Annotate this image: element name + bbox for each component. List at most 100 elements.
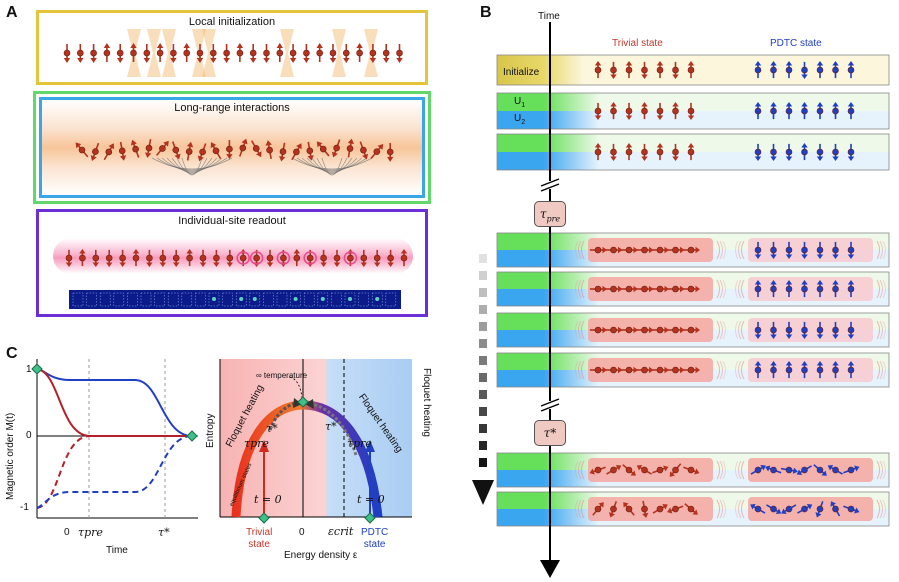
pdtc-spin [801,280,808,298]
trivial-spin [620,366,638,374]
wave-mark [578,279,582,299]
readout-site [167,292,179,307]
wave-mark [581,360,585,380]
pdtc-spin [785,143,793,161]
readout-site [127,292,138,307]
pdtc-spin [816,61,824,79]
wave-mark [581,460,585,480]
wave-mark [876,279,880,299]
wave-mark [575,360,579,380]
axis-break-mark [540,178,560,187]
wave-mark [716,499,720,519]
pdtc-spin [754,61,762,79]
trivial-spin [589,246,607,254]
spin [130,43,137,62]
spin [263,44,270,63]
floquet-heating-dash [479,339,487,348]
trivial-spin [605,366,623,374]
prethermal-highlight [748,318,873,342]
trivial-spin [641,143,648,161]
spin [130,139,140,158]
fluorescence-spot [239,297,244,301]
pdtc-spin [785,361,793,379]
infty-pointer [289,376,303,399]
wave-mark [578,360,582,380]
trivial-spin [636,366,654,374]
readout-site [113,292,125,307]
floquet-heating-dash [479,305,487,314]
wave-mark [876,460,880,480]
interaction-arc [176,157,208,175]
pdtc-spin [816,280,824,298]
spin [278,142,287,162]
trivial-spin [656,61,664,79]
addressing-beam [162,29,176,77]
trivial-spin [605,326,623,334]
interaction-arc [151,157,233,170]
ytick-1: 1 [26,364,32,375]
trivial-spin [652,465,669,474]
floquet-heating-dash [479,407,487,416]
local-init-spins [63,29,403,77]
readout-site [222,292,233,307]
wave-mark [575,279,579,299]
prethermal-row [496,232,890,268]
pdtc-spin [801,321,808,339]
pdtc-spin [847,361,855,379]
trivial-spin [636,464,652,475]
spin [226,249,234,267]
wave-mark [716,240,720,260]
pdtc-spin [770,241,777,259]
xtick-0: 0 [64,527,70,538]
u1-label: U1 [514,96,526,109]
trivial-spin [623,502,635,516]
pdtc-spin [754,321,762,339]
xtick-tau-star: τ* [158,526,170,539]
readout-site [290,292,301,307]
spin [236,43,244,62]
spin [143,44,151,63]
trivial-spin [651,246,669,254]
tau-star-left: τ* [266,422,278,435]
spin [159,249,167,267]
spin [186,249,193,267]
spin [400,249,408,267]
initialize-label: Initialize [503,67,540,78]
wave-mark [578,499,582,519]
pdtc-spin [801,241,808,259]
wave-mark [879,360,883,380]
spin [144,139,153,158]
pdtc-up-arrowhead [365,440,375,452]
wave-mark [716,279,720,299]
spin [359,141,369,160]
floquet-heating-arrowhead [472,480,494,505]
fluorescence-glow [276,251,291,265]
pdtc-spin [832,280,839,298]
pdtc-spin [785,321,793,339]
spin [293,249,301,267]
row-u1-u2 [496,92,890,130]
pdtc-spin [832,361,839,379]
pdtc-spin [832,102,839,120]
trivial-spin [592,502,604,516]
fluorescence-spot [375,297,380,301]
floquet-heating-dash [479,458,487,467]
readout-site [371,292,383,307]
wave-mark [722,240,726,260]
spin [346,138,355,158]
spin [396,44,403,63]
trivial-dashed-curve [36,435,91,509]
trivial-spin [594,102,602,120]
wave-mark [879,240,883,260]
addressing-beam [280,29,294,77]
wave-mark [879,320,883,340]
spin [356,43,363,62]
wave-mark [722,460,726,480]
pdtc-spin [827,464,843,475]
axis-break [540,181,560,189]
fluorescence-spot [252,297,257,301]
time-axis-arrowhead [540,560,560,578]
wave-mark [882,240,886,260]
fluorescence-spot [293,297,298,301]
trivial-spin [656,102,664,120]
